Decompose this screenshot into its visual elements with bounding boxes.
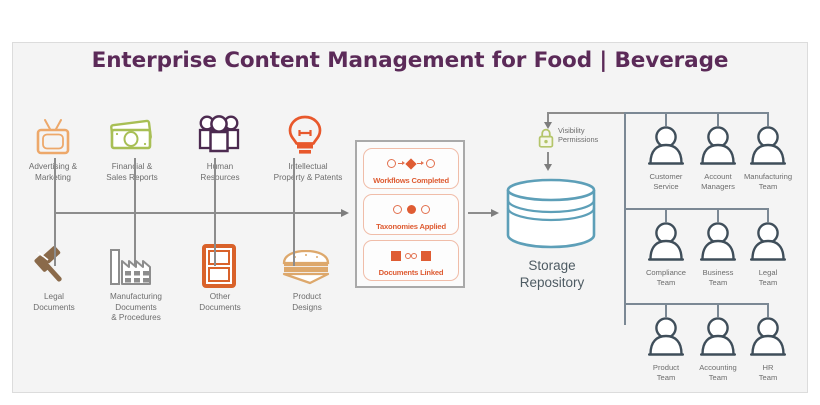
circle-arrow-diamond-arrow-circle-icon [364,155,458,172]
repository-label: Storage Repository [519,258,585,290]
lightbulb-icon [286,114,324,158]
process-card-workflows: Workflows Completed [363,148,459,189]
source-label-ip: Intellectual Property & Patents [273,162,343,182]
person-icon [746,316,790,360]
team-label-legal: Legal Team [758,268,778,287]
source-label-legal: Legal Documents [33,292,75,312]
team-label-customer-service: Customer Service [649,172,683,191]
team-label-accounting: Accounting Team [699,363,737,382]
team-label-business: Business Team [702,268,734,287]
process-card-label: Workflows Completed [373,175,449,185]
person-icon [644,316,688,360]
banknotes-icon [108,118,156,156]
visibility-permissions-group: Visibility Permissions [538,126,624,152]
source-label-product-designs: Product Designs [292,292,322,312]
process-card-documents-linked: Documents Linked [363,240,459,281]
ecm-process-box: Workflows Completed Taxonomies Applied D… [355,140,465,288]
process-card-taxonomies: Taxonomies Applied [363,194,459,235]
arrowhead-down-to-lock [544,122,553,129]
factory-icon [108,246,158,288]
team-label-compliance: Compliance Team [645,268,687,287]
team-label-hr: HR Team [758,363,778,382]
people-group-icon [196,113,242,157]
team-label-account-managers: Account Managers [701,172,735,191]
source-label-manufacturing: Manufacturing Documents & Procedures [110,292,162,322]
person-icon [746,125,790,169]
source-label-advertising: Advertising & Marketing [28,162,78,182]
arrowhead-down-to-repository [544,164,553,171]
person-icon [696,316,740,360]
television-icon [33,115,73,157]
process-card-label: Taxonomies Applied [376,221,446,231]
arrowhead-to-repository [491,208,499,217]
database-cylinder-icon [505,178,597,250]
hamburger-icon [280,250,332,286]
team-label-manufacturing: Manufacturing Team [743,172,793,191]
person-icon [696,125,740,169]
arrowhead-to-process [341,208,349,217]
three-circles-middle-filled-icon [364,201,458,218]
document-binder-icon [200,243,238,289]
source-label-other-docs: Other Documents [199,292,241,312]
person-icon [644,125,688,169]
page-title: Enterprise Content Management for Food |… [91,48,729,73]
team-label-product: Product Team [652,363,680,382]
person-icon [644,221,688,265]
process-card-label: Documents Linked [378,267,444,277]
person-icon [696,221,740,265]
permissions-label: Visibility Permissions [558,125,599,145]
person-icon [746,221,790,265]
source-label-financial: Financial & Sales Reports [106,162,158,182]
padlock-icon [538,128,554,148]
two-squares-chain-link-icon [364,247,458,264]
source-label-hr: Human Resources [200,162,240,182]
